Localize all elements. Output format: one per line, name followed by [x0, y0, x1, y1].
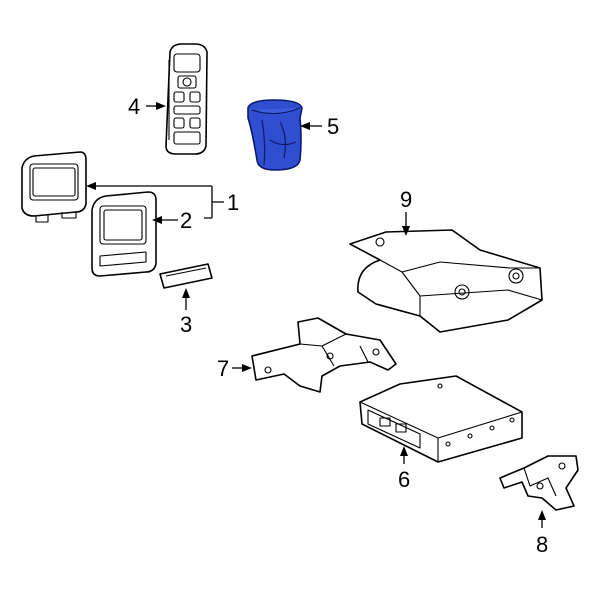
part-4-remote-control[interactable] [165, 43, 208, 155]
callout-labels: 1 2 3 4 5 6 7 8 9 [128, 94, 548, 557]
leader-lines [86, 102, 546, 528]
part-5-cup-holder[interactable] [247, 99, 303, 171]
callout-4: 4 [128, 94, 140, 119]
callout-7: 7 [217, 356, 229, 381]
part-2-monitor-housing[interactable] [91, 191, 157, 277]
part-7-bracket[interactable] [251, 317, 397, 393]
callout-3: 3 [180, 312, 192, 337]
cup-holder-body [247, 99, 303, 171]
callout-6: 6 [398, 467, 410, 492]
part-1-rear-monitor[interactable] [21, 151, 87, 223]
callout-1: 1 [227, 190, 239, 215]
callout-9: 9 [400, 187, 412, 212]
callout-5: 5 [327, 114, 339, 139]
callout-2: 2 [180, 208, 192, 233]
part-6-control-module[interactable] [359, 375, 523, 463]
part-8-small-bracket[interactable] [499, 455, 579, 511]
part-3-trim-cover[interactable] [159, 263, 213, 289]
callout-8: 8 [536, 532, 548, 557]
part-9-cover[interactable] [349, 229, 543, 333]
